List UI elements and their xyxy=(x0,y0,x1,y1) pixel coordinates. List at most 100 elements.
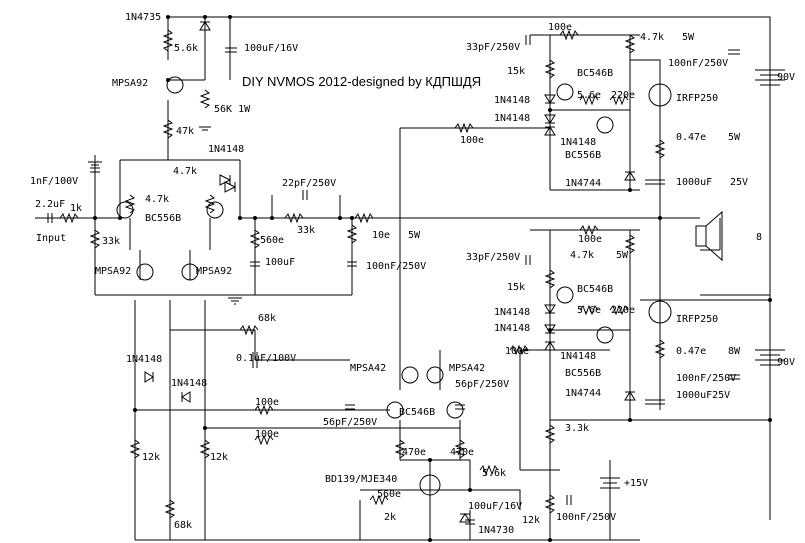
label-r-4k7-b: 4.7k xyxy=(145,194,169,205)
label-r-100e-bot: 100e xyxy=(578,234,602,245)
junction-dots xyxy=(93,15,772,542)
label-q-bc556b-top: BC556B xyxy=(565,150,601,161)
supplies xyxy=(88,69,785,489)
label-r-100e-mid: 100e xyxy=(460,135,484,146)
label-d-1n4148-b3: 1N4148 xyxy=(560,351,596,362)
label-r-220e-top: 220e xyxy=(611,90,635,101)
label-r-15k-bot: 15k xyxy=(507,282,525,293)
label-r-68k-b: 68k xyxy=(174,520,192,531)
transistors xyxy=(116,76,672,496)
label-r-12k-b: 12k xyxy=(210,452,228,463)
label-r-5k6-b: 5.6k xyxy=(482,468,506,479)
label-spk: 8 xyxy=(756,232,762,243)
label-d-1n4148-t2: 1N4148 xyxy=(494,113,530,124)
label-d-1n4148-b: 1N4148 xyxy=(126,354,162,365)
label-v-15: +15V xyxy=(624,478,648,489)
label-q-bc546b-top: BC546B xyxy=(577,68,613,79)
label-r-68k-a: 68k xyxy=(258,313,276,324)
label-c-22p: 22pF/250V xyxy=(282,178,336,189)
label-r-5k6: 5.6k xyxy=(174,43,198,54)
label-r-4k7-top: 4.7k xyxy=(640,32,664,43)
label-q-bc546b-bot: BC546B xyxy=(577,284,613,295)
label-r-100e-bot2: 100e xyxy=(505,346,529,357)
label-r-100e-top: 100e xyxy=(548,22,572,33)
label-c-1nf: 1nF/100V xyxy=(30,176,78,187)
label-q-irfp250-top: IRFP250 xyxy=(676,93,718,104)
label-c-56p-b: 56pF/250V xyxy=(455,379,509,390)
label-r-5w-top: 5W xyxy=(682,32,695,43)
label-r-56k: 56K 1W xyxy=(214,104,251,115)
label-v-90-top: 90V xyxy=(777,72,795,83)
title: DIY NVMOS 2012-designed by КДПШДЯ xyxy=(242,74,481,89)
label-q-bc556b-bot: BC556B xyxy=(565,368,601,379)
label-r-2k: 2k xyxy=(384,512,396,523)
diodes xyxy=(144,21,636,523)
label-r-100e-a: 100e xyxy=(255,397,279,408)
label-r-5e6-bot: 5.6e xyxy=(577,305,601,316)
resistors xyxy=(59,29,666,519)
label-r-560e-b: 560e xyxy=(377,489,401,500)
label-r-10e: 10e xyxy=(372,230,390,241)
label-d-1n4730: 1N4730 xyxy=(478,525,514,536)
label-q-bd139: BD139/MJE340 xyxy=(325,474,397,485)
label-c-100uf: 100uF xyxy=(265,257,295,268)
label-d-1n4735: 1N4735 xyxy=(125,12,161,23)
label-d-1n4148-b1: 1N4148 xyxy=(494,307,530,318)
label-c-100n250-bot: 100nF/250V xyxy=(676,373,736,384)
label-c-100n250-top: 100nF/250V xyxy=(668,58,728,69)
label-c-33p-top: 33pF/250V xyxy=(466,42,520,53)
label-r-33k-fb: 33k xyxy=(297,225,315,236)
label-r-4k7-a: 4.7k xyxy=(173,166,197,177)
label-q-mpsa42-r: MPSA42 xyxy=(449,363,485,374)
label-input: Input xyxy=(36,233,66,244)
label-d-1n4148-c: 1N4148 xyxy=(171,378,207,389)
label-c-2u2: 2.2uF xyxy=(35,199,65,210)
label-q-bc556b-in: BC556B xyxy=(145,213,181,224)
label-d-1n4148-t3: 1N4148 xyxy=(560,137,596,148)
label-c-1000u-bot: 1000uF25V xyxy=(676,390,730,401)
label-r-047-bot: 0.47e xyxy=(676,346,706,357)
label-r-12k-a: 12k xyxy=(142,452,160,463)
label-r-5w-bot: 5W xyxy=(616,250,629,261)
label-c-33p-bot: 33pF/250V xyxy=(466,252,520,263)
label-q-mpsa92-r: MPSA92 xyxy=(196,266,232,277)
label-c-100u16-top: 100uF/16V xyxy=(244,43,298,54)
label-d-1n4148-b2: 1N4148 xyxy=(494,323,530,334)
label-q-mpsa42-l: MPSA42 xyxy=(350,363,386,374)
label-c-1000u-top: 1000uF xyxy=(676,177,712,188)
label-r-047-top-w: 5W xyxy=(728,132,741,143)
label-r-4k7-bot: 4.7k xyxy=(570,250,594,261)
label-r-5e6-top: 5.6e xyxy=(577,90,601,101)
label-d-1n4744-top: 1N4744 xyxy=(565,178,601,189)
label-r-560e: 560e xyxy=(260,235,284,246)
label-q-irfp250-bot: IRFP250 xyxy=(676,314,718,325)
label-c-1000u-top-v: 25V xyxy=(730,177,748,188)
capacitors xyxy=(47,35,740,525)
label-r-220e-bot: 220e xyxy=(611,305,635,316)
label-r-10e-w: 5W xyxy=(408,230,421,241)
label-v-90-bot: 90V xyxy=(777,357,795,368)
label-r-470e-a: 470e xyxy=(402,447,426,458)
label-r-047-bot-w: 8W xyxy=(728,346,741,357)
label-d-1n4148-t1: 1N4148 xyxy=(494,95,530,106)
label-c-56p-a: 56pF/250V xyxy=(323,417,377,428)
label-r-47k: 47k xyxy=(176,126,194,137)
label-r-33k-in: 33k xyxy=(102,236,120,247)
wires xyxy=(35,16,771,541)
label-q-bc546b-vas: BC546B xyxy=(399,407,435,418)
label-q-mpsa92-l: MPSA92 xyxy=(95,266,131,277)
label-r-470e-b: 470e xyxy=(450,447,474,458)
label-c-100u16-b: 100uF/16V xyxy=(468,501,522,512)
label-c-100n-b: 100nF/250V xyxy=(556,512,616,523)
label-r-15k-top: 15k xyxy=(507,66,525,77)
label-r-3k3: 3.3k xyxy=(565,423,589,434)
label-c-01u: 0.1uF/100V xyxy=(236,353,296,364)
label-c-100n-zob: 100nF/250V xyxy=(366,261,426,272)
label-r-047-top: 0.47e xyxy=(676,132,706,143)
label-r-12k-c: 12k xyxy=(522,515,540,526)
label-q-mpsa92-top: MPSA92 xyxy=(112,78,148,89)
label-r-1k: 1k xyxy=(70,203,82,214)
label-d-1n4744-bot: 1N4744 xyxy=(565,388,601,399)
